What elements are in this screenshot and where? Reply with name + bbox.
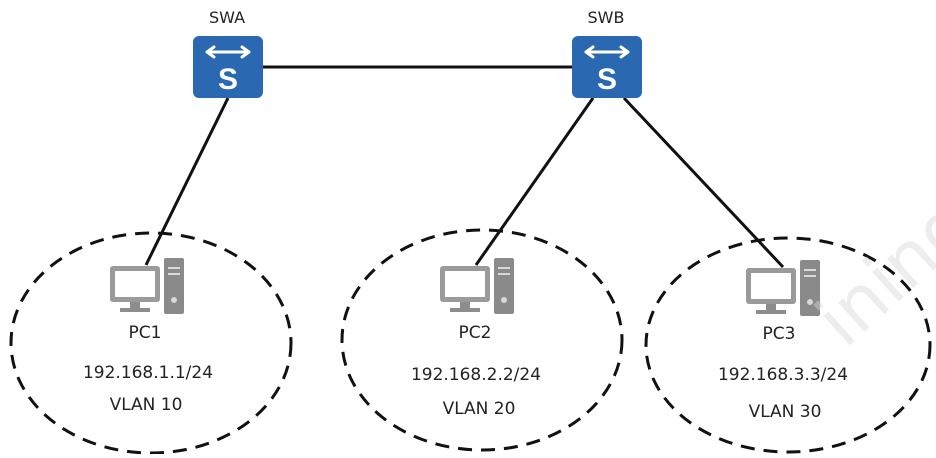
vlan-20-zone xyxy=(340,228,624,452)
swb-label: SWB xyxy=(587,8,625,27)
svg-text:S: S xyxy=(597,63,617,96)
switch-swb[interactable]: S xyxy=(572,36,642,98)
pc1-name: PC1 xyxy=(128,323,162,343)
vlan-10-zone xyxy=(9,231,293,455)
pc2-ip: 192.168.2.2/24 xyxy=(410,365,542,385)
link-swa-pc1 xyxy=(144,97,230,266)
link-swb-pc3 xyxy=(622,96,785,269)
svg-text:S: S xyxy=(218,63,238,96)
swa-label: SWA xyxy=(208,8,246,27)
pc1-icon[interactable] xyxy=(110,258,184,314)
pc2-icon[interactable] xyxy=(440,258,514,314)
link-swb-pc2 xyxy=(474,97,595,266)
vlan-30-zone xyxy=(644,236,932,454)
pc3-icon[interactable] xyxy=(746,260,820,316)
pc1-ip: 192.168.1.1/24 xyxy=(82,363,214,383)
pc1-vlan: VLAN 10 xyxy=(109,395,183,415)
switch-swa[interactable]: S xyxy=(193,36,263,98)
pc3-ip: 192.168.3.3/24 xyxy=(717,365,849,385)
pc2-vlan: VLAN 20 xyxy=(442,399,516,419)
pc3-vlan: VLAN 30 xyxy=(748,402,822,422)
pc3-name: PC3 xyxy=(762,324,796,344)
pc2-name: PC2 xyxy=(458,323,492,343)
